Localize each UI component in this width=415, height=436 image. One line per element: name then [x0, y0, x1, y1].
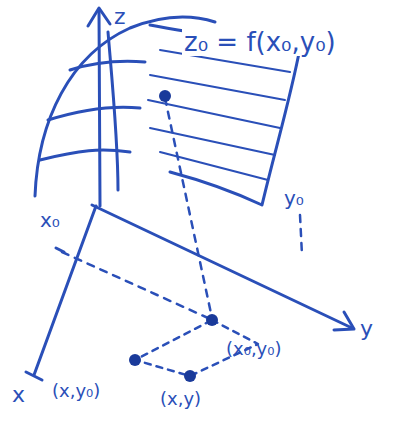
x-axis-tick [26, 372, 42, 380]
axis-label: y [360, 318, 373, 340]
y-arrowhead [334, 312, 354, 330]
point-label: (x,y) [160, 390, 201, 408]
surface-meridian [108, 32, 118, 190]
x-axis [34, 206, 96, 375]
tick-label: y₀ [284, 188, 304, 208]
y-axis [92, 205, 352, 328]
base-point [129, 354, 141, 366]
tick-label: x₀ [40, 210, 60, 230]
surface-contour [70, 61, 145, 70]
drop-line [165, 98, 212, 318]
y0-guide [300, 215, 302, 255]
axis-label: x [12, 384, 25, 406]
surface-point [159, 90, 171, 102]
point-label: (x,y₀) [52, 382, 100, 400]
base-point [206, 314, 218, 326]
point-label: z₀ = f(x₀,y₀) [182, 28, 338, 56]
base-point [184, 370, 196, 382]
z-arrowhead [88, 8, 110, 26]
point-label: (x₀,y₀) [226, 340, 282, 358]
x0-guide [62, 252, 208, 318]
surface-contour [48, 107, 140, 120]
axis-label: z [114, 6, 126, 28]
